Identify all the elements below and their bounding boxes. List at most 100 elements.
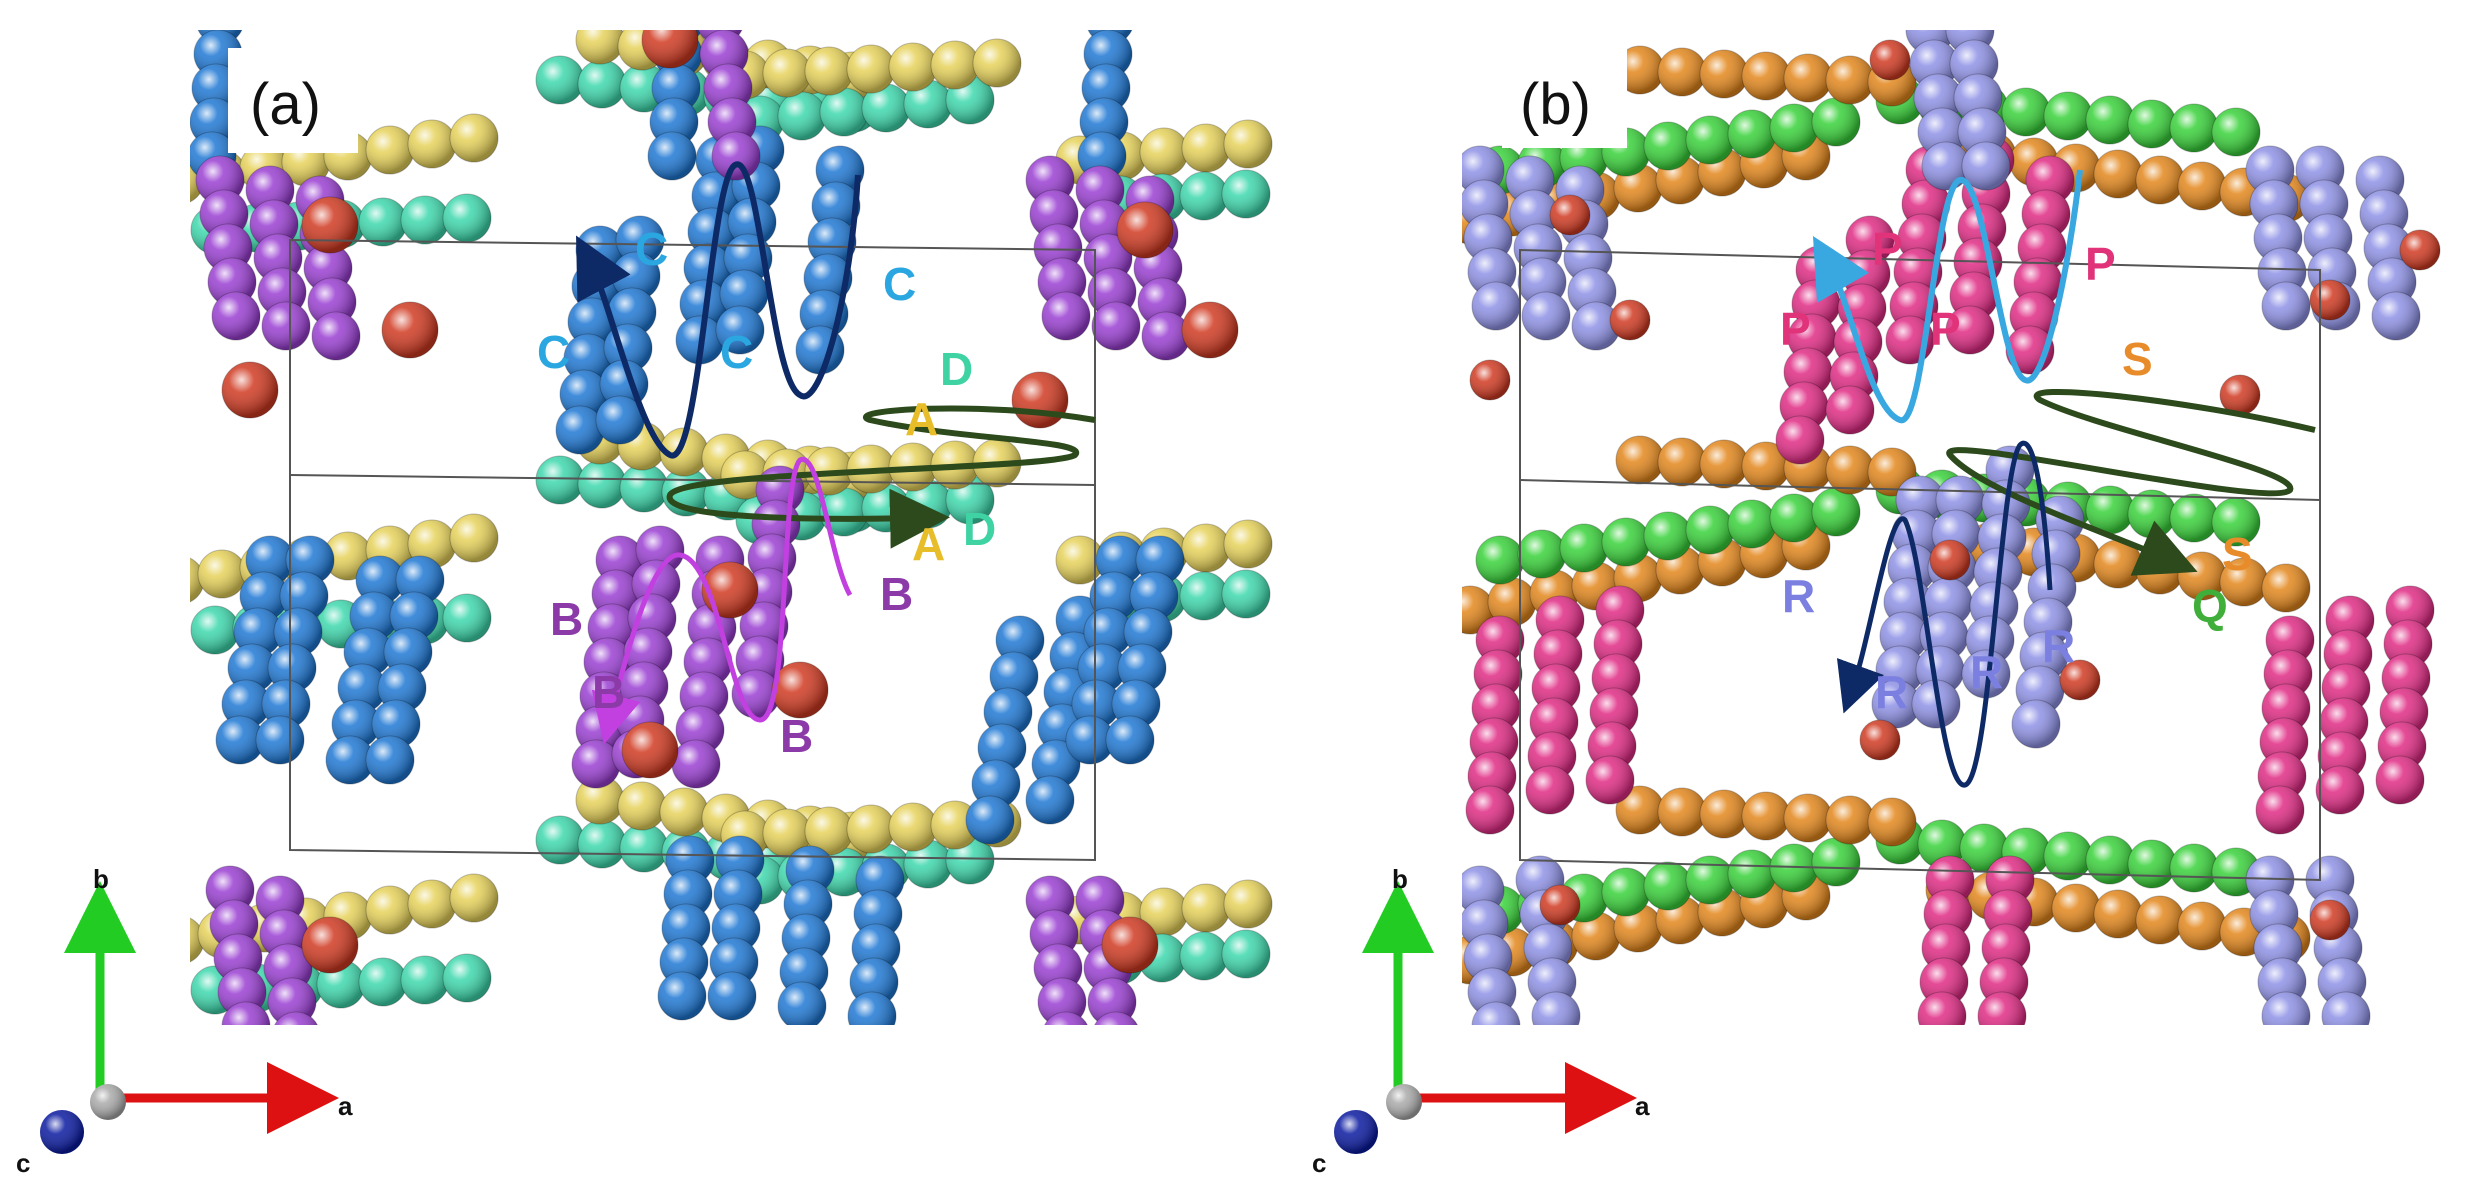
- chain-a-atom: [888, 802, 938, 852]
- chain-p-atom: [1825, 385, 1875, 435]
- chain-d-atom: [358, 957, 408, 1007]
- chain-r-atom: [2261, 281, 2311, 331]
- chain-c-atom: [847, 991, 897, 1025]
- chain-b-atom: [221, 1001, 271, 1025]
- chain-d-atom: [535, 455, 585, 505]
- chain-p-atom: [1916, 1026, 1964, 1074]
- c-axis-label: c: [16, 1148, 30, 1178]
- chain-d-atom: [777, 91, 827, 141]
- panel-b-arrows: [1812, 169, 2316, 788]
- oxygen-atom: [1101, 916, 1159, 974]
- chain-r-atom: [1531, 991, 1581, 1025]
- chain-d-atom: [1179, 571, 1229, 621]
- chain-s-atom: [1783, 793, 1833, 843]
- chain-a-atom: [1223, 119, 1273, 169]
- oxygen-atom: [1181, 301, 1239, 359]
- chain-p-atom: [1465, 785, 1515, 835]
- chain-s-atom: [2177, 161, 2227, 211]
- chain-d-atom: [400, 195, 450, 245]
- chain-b-atom: [1094, 1011, 1138, 1025]
- chain-r-atom: [2261, 991, 2311, 1025]
- chain-b-atom: [311, 311, 361, 361]
- chain-q-atom: [2127, 99, 2177, 149]
- chain-c-atom: [1105, 715, 1155, 765]
- chain-q-atom: [2043, 91, 2093, 141]
- oxygen-atom: [1011, 371, 1069, 429]
- chain-s-atom: [2261, 563, 2311, 613]
- chain-s-atom: [2093, 889, 2143, 939]
- chain-s-atom: [1825, 445, 1875, 495]
- chain-label: C: [635, 223, 668, 275]
- chain-a-atom: [1181, 883, 1231, 933]
- chain-label: C: [883, 258, 916, 310]
- chain-p-atom: [2255, 785, 2305, 835]
- chain-label: B: [780, 710, 813, 762]
- chain-label: P: [2085, 238, 2116, 290]
- chain-c-atom: [255, 715, 305, 765]
- chain-a-atom: [190, 557, 205, 603]
- chain-a-atom: [190, 917, 205, 963]
- panel-a-arrows: [576, 161, 1096, 745]
- chain-q-atom: [2085, 95, 2135, 145]
- chain-s-atom: [1741, 791, 1791, 841]
- chain-d-atom: [1179, 171, 1229, 221]
- chain-q-atom: [1643, 861, 1693, 911]
- chain-d-atom: [190, 605, 240, 655]
- chain-q-atom: [2169, 103, 2219, 153]
- a-axis-label: a: [338, 1091, 353, 1121]
- oxygen-atom: [221, 361, 279, 419]
- chain-a-atom: [407, 879, 457, 929]
- chain-p-arrow: [1812, 169, 2083, 423]
- chain-label: S: [2122, 333, 2153, 385]
- chain-a-atom: [1139, 127, 1189, 177]
- oxygen-atom: [1609, 299, 1651, 341]
- chain-d-atom: [442, 193, 492, 243]
- oxygen-atom: [301, 196, 359, 254]
- chain-s-atom: [2135, 155, 2185, 205]
- chain-s-atom: [1615, 435, 1665, 485]
- chain-r-atom: [2321, 991, 2371, 1025]
- chain-a-atom: [888, 42, 938, 92]
- oxygen-atom: [2309, 279, 2351, 321]
- chain-s-atom: [1825, 795, 1875, 845]
- chain-label: R: [1875, 666, 1908, 718]
- chain-q-atom: [1811, 837, 1861, 887]
- oxygen-atom: [1116, 201, 1174, 259]
- chain-q-atom: [1601, 867, 1651, 917]
- chain-label: C: [720, 326, 753, 378]
- chain-a-atom: [449, 513, 499, 563]
- chain-b-atom: [1091, 301, 1141, 351]
- chain-c-arrow: [576, 161, 861, 459]
- chain-label: A: [912, 518, 945, 570]
- chain-d-atom: [442, 593, 492, 643]
- chain-s-atom: [2093, 149, 2143, 199]
- chain-b-atom: [261, 301, 311, 351]
- chain-d-atom: [577, 59, 627, 109]
- b-axis-label: b: [93, 864, 109, 894]
- oxygen-atom: [641, 30, 699, 69]
- chain-label: R: [1970, 646, 2003, 698]
- chain-q-atom: [1517, 529, 1567, 579]
- chain-d-atom: [1179, 931, 1229, 981]
- chain-r-atom: [1521, 291, 1571, 341]
- chain-s-atom: [1699, 439, 1749, 489]
- chain-b-atom: [274, 1011, 318, 1025]
- axis-indicator-right: b a c: [1312, 864, 1650, 1178]
- chain-s-atom: [1741, 51, 1791, 101]
- chain-s-atom: [1699, 789, 1749, 839]
- chain-q-atom: [2169, 843, 2219, 893]
- oxygen-atom: [621, 721, 679, 779]
- chain-label: D: [963, 503, 996, 555]
- chain-a-atom: [365, 885, 415, 935]
- chain-q-atom: [1727, 499, 1777, 549]
- chain-p-atom: [2315, 765, 2365, 815]
- chain-p-atom: [1977, 991, 2027, 1025]
- axis-indicator-left: b a c: [16, 864, 353, 1178]
- panel-b-tag: (b): [1520, 72, 1591, 137]
- chain-q-atom: [1727, 849, 1777, 899]
- chain-q-atom: [1559, 523, 1609, 573]
- chain-q-atom: [1811, 487, 1861, 537]
- chain-s-atom: [1825, 55, 1875, 105]
